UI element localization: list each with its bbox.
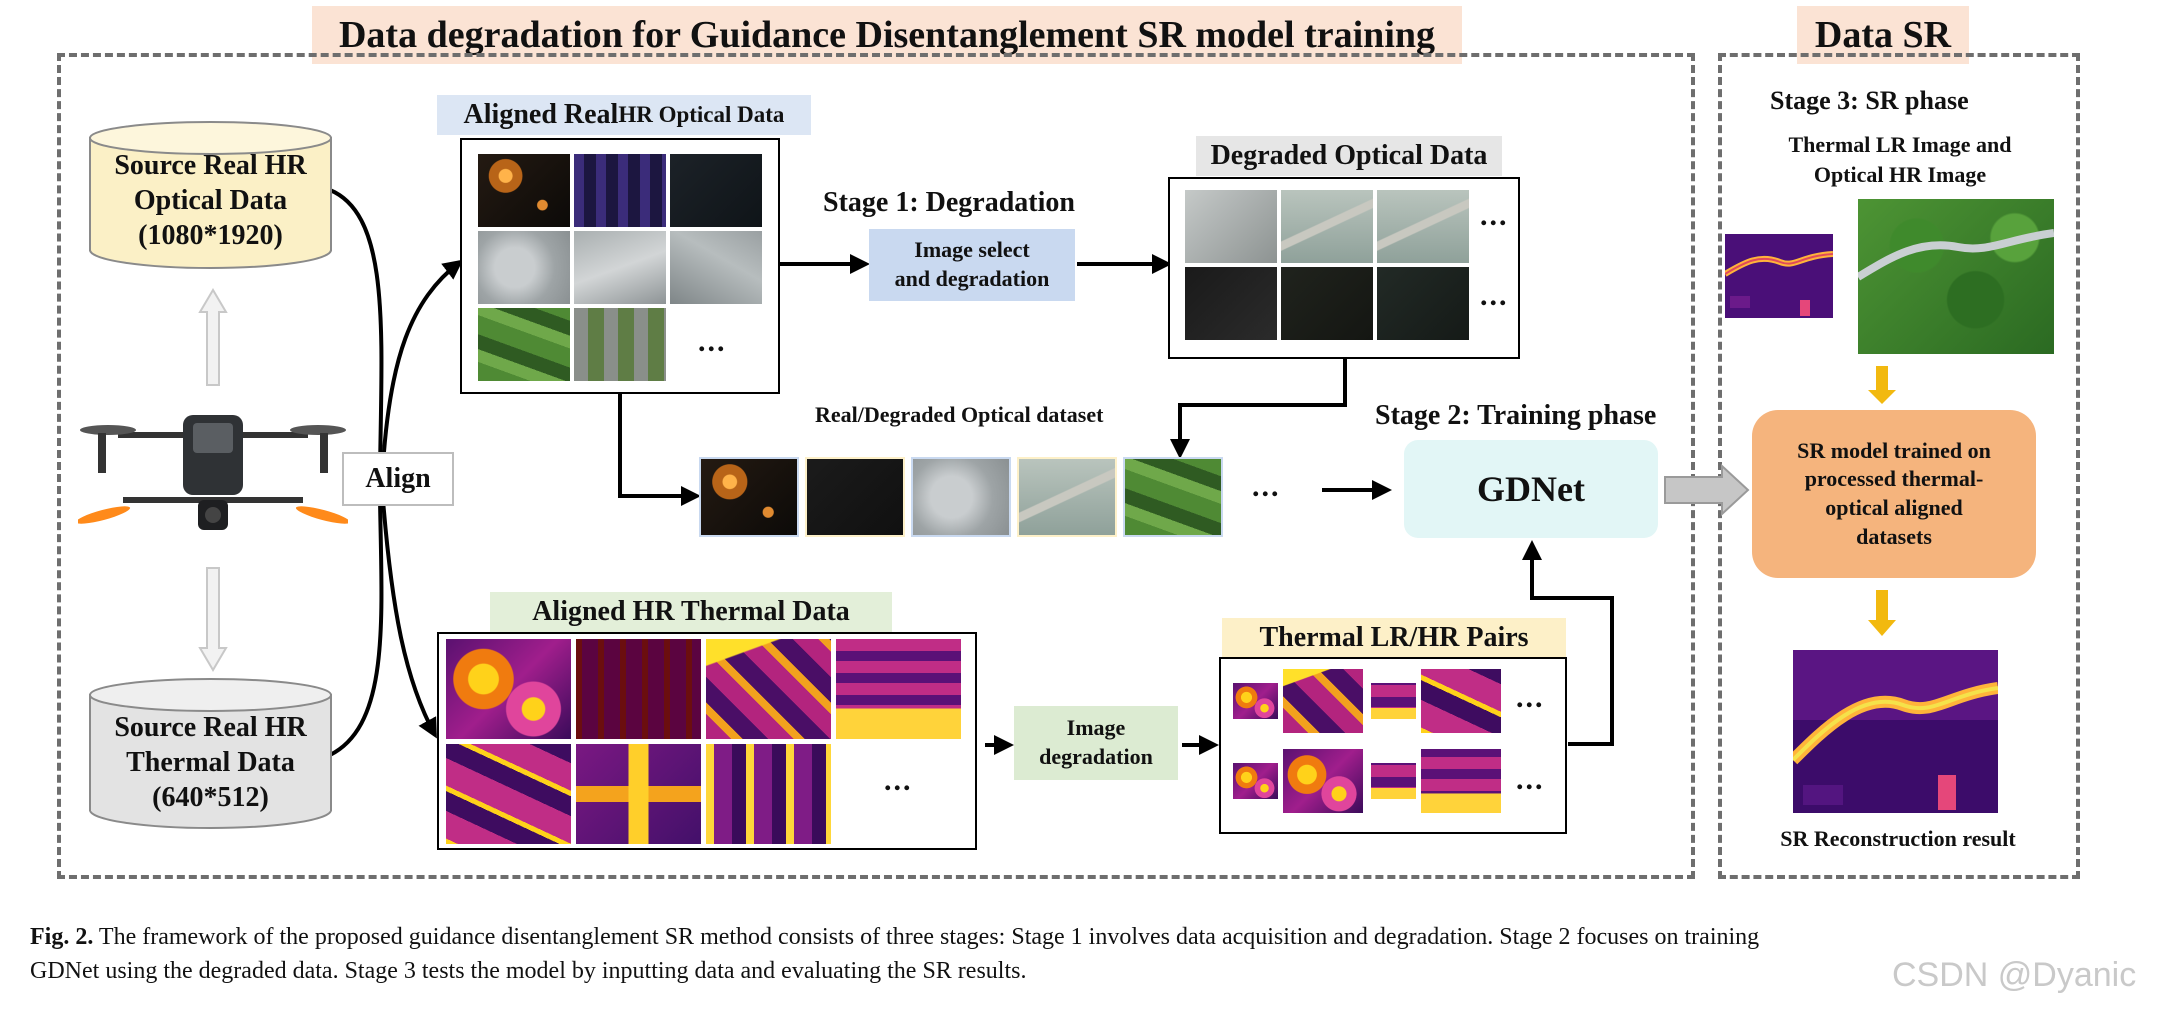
align-box: Align [342, 452, 454, 506]
watermark: CSDN @Dyanic [1892, 956, 2137, 994]
caption-fig-label: Fig. 2. [30, 924, 94, 950]
optical-tile [478, 231, 570, 304]
thermal-lr-tile [1233, 763, 1278, 799]
right-panel [1718, 53, 2080, 879]
gdnet-box: GDNet [1404, 440, 1658, 538]
thermal-tile [446, 744, 571, 844]
thermal-tile [706, 744, 831, 844]
degraded-tile [1377, 190, 1469, 263]
optical-tile [574, 231, 666, 304]
degraded-optical-label: Degraded Optical Data [1196, 136, 1502, 176]
sr-result-label: SR Reconstruction result [1780, 826, 2016, 851]
ellipsis: ... [1252, 470, 1281, 503]
aligned-thermal-frame: ... [437, 632, 977, 850]
hollow-arrow-down [198, 567, 228, 672]
river-path [1858, 229, 2054, 281]
figure-caption: Fig. 2. The framework of the proposed gu… [30, 920, 2140, 988]
curve-optical-to-align [329, 188, 384, 471]
ellipsis: ... [1480, 279, 1509, 312]
thermal-hr-tile [1283, 749, 1363, 813]
optical-tile [478, 308, 570, 381]
cylinder-optical [89, 121, 332, 269]
grey-arrow-to-sr [1664, 463, 1750, 517]
ellipsis: ... [1480, 199, 1509, 232]
drone-image [78, 415, 348, 530]
degraded-tile [1185, 190, 1277, 263]
optical-hr-image [1858, 199, 2054, 354]
optical-tile [670, 231, 762, 304]
optical-tile [478, 154, 570, 227]
dataset-strip [697, 455, 1232, 539]
arrow-optical-to-dataset [618, 394, 701, 506]
stage1-label: Stage 1: Degradation [823, 187, 1075, 218]
arrow-align-to-optical [381, 259, 464, 466]
ellipsis: ... [1516, 763, 1545, 796]
ellipsis: ... [1516, 681, 1545, 714]
optical-tile [574, 154, 666, 227]
aligned-thermal-label: Aligned HR Thermal Data [490, 592, 892, 632]
arrow-degraded-to-dataset [1170, 358, 1347, 459]
ellipsis: ... [698, 325, 727, 358]
left-panel [57, 53, 1695, 879]
thermal-tile [706, 639, 831, 739]
ellipsis: ... [884, 764, 913, 797]
dataset-tile [805, 457, 905, 537]
hollow-arrow-up [198, 288, 228, 386]
thermal-pairs-frame: ... ... [1219, 657, 1567, 834]
yellow-arrow-2 [1868, 590, 1896, 636]
yellow-arrow-1 [1868, 366, 1896, 404]
arrow-align-to-thermal [381, 499, 437, 739]
source-thermal-text: Source Real HR Thermal Data (640*512) [114, 712, 307, 813]
thermal-lr-image [1725, 234, 1833, 318]
degraded-tile [1281, 267, 1373, 340]
cylinder-thermal [89, 678, 332, 829]
aligned-optical-label: Aligned Real HR Optical Data [437, 95, 811, 135]
caption-text-line2: GDNet using the degraded data. Stage 3 t… [30, 958, 1027, 984]
degraded-tile [1185, 267, 1277, 340]
thermal-lr-optical-label: Thermal LR Image and Optical HR Image [1788, 132, 2012, 187]
dataset-tile [911, 457, 1011, 537]
thermal-tile [576, 639, 701, 739]
thermal-tile [576, 744, 701, 844]
degraded-tile [1281, 190, 1373, 263]
thermal-lr-tile [1371, 683, 1416, 719]
thermal-hr-tile [1283, 669, 1363, 733]
source-optical-text: Source Real HR Optical Data (1080*1920) [114, 150, 307, 251]
optical-tile [574, 308, 666, 381]
dataset-tile [1123, 457, 1223, 537]
degraded-optical-frame: ... ... [1168, 177, 1520, 359]
aligned-optical-frame: ... [460, 138, 780, 394]
stage3-label: Stage 3: SR phase [1770, 86, 1969, 115]
stage2-label: Stage 2: Training phase [1375, 400, 1657, 431]
thermal-hr-tile [1421, 749, 1501, 813]
sr-model-box: SR model trained on processed thermal- o… [1752, 410, 2036, 578]
real-degraded-label: Real/Degraded Optical dataset [815, 402, 1104, 427]
arrow-pairs-to-gdnet [1522, 540, 1614, 746]
dataset-tile [699, 457, 799, 537]
caption-text-line1: The framework of the proposed guidance d… [98, 924, 1760, 950]
dataset-tile [1017, 457, 1117, 537]
thermal-hr-tile [1421, 669, 1501, 733]
thermal-lr-tile [1371, 763, 1416, 799]
thermal-tile [836, 639, 961, 739]
image-degradation-box: Image degradation [1014, 706, 1178, 780]
thermal-tile [446, 639, 571, 739]
image-select-box: Image select and degradation [869, 229, 1075, 301]
thermal-lr-tile [1233, 683, 1278, 719]
optical-tile [670, 154, 762, 227]
curve-thermal-to-align [329, 499, 384, 757]
thermal-pairs-label: Thermal LR/HR Pairs [1222, 618, 1566, 658]
degraded-tile [1377, 267, 1469, 340]
sr-result-image [1793, 650, 1998, 813]
